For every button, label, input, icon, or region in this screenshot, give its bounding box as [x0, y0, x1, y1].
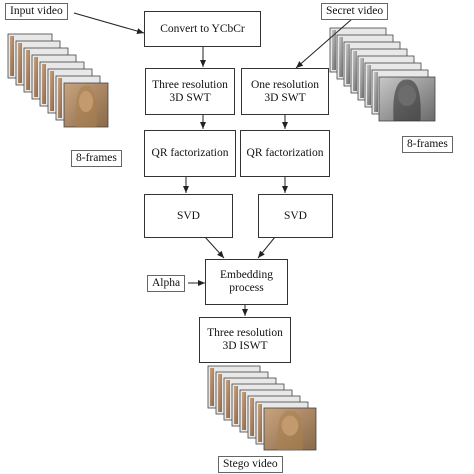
qr-factorization-right-box: QR factorization: [240, 130, 330, 177]
embedding-process-box: Embedding process: [205, 259, 288, 305]
frame-edge: [234, 386, 238, 424]
secret-frame-stack: [329, 27, 436, 122]
arrow-secret-to-oneres: [295, 18, 353, 69]
frame-edge: [367, 65, 371, 105]
frame-edge: [332, 30, 336, 70]
alpha-label: Alpha: [147, 275, 186, 292]
qr-factorization-left-box: QR factorization: [144, 130, 236, 177]
frame-edge: [218, 374, 222, 412]
three-resolution-iswt-box: Three resolution 3D ISWT: [199, 317, 291, 363]
input-frames-label: 8-frames: [71, 150, 122, 167]
convert-ycbcr-box: Convert to YCbCr: [144, 11, 261, 47]
input-video-label: Input video: [5, 3, 68, 20]
frame-edge: [18, 43, 22, 83]
svd-right-box: SVD: [258, 194, 333, 238]
frame-edge: [242, 392, 246, 430]
secret-frames-label: 8-frames: [402, 136, 453, 153]
secret-video-label: Secret video: [321, 3, 389, 20]
frame-edge: [353, 51, 357, 91]
frame-edge: [339, 37, 343, 77]
arrow-svd-right-to-embed: [257, 236, 276, 259]
frame-edge: [210, 368, 214, 406]
input-frame-stack: [7, 33, 109, 128]
frame-edge: [374, 72, 378, 112]
svd-left-box: SVD: [144, 194, 233, 238]
frame-hair: [277, 410, 303, 450]
frame-edge: [34, 57, 38, 97]
frame-edge: [346, 44, 350, 84]
frame-edge: [26, 50, 30, 90]
three-resolution-swt-box: Three resolution 3D SWT: [145, 68, 235, 115]
frame-edge: [258, 404, 262, 442]
frame-hair: [393, 79, 421, 121]
arrow-svd-left-to-embed: [204, 236, 225, 259]
frame-edge: [360, 58, 364, 98]
frame-hair: [75, 85, 97, 127]
frame-edge: [226, 380, 230, 418]
stego-video-label: Stego video: [218, 456, 283, 473]
stego-frame-stack: [207, 365, 317, 451]
arrow-input-to-convert: [73, 12, 145, 34]
frame-edge: [42, 64, 46, 104]
frame-edge: [58, 78, 62, 118]
frame-edge: [10, 36, 14, 76]
one-resolution-swt-box: One resolution 3D SWT: [241, 68, 329, 115]
frame-edge: [50, 71, 54, 111]
frame-edge: [250, 398, 254, 436]
